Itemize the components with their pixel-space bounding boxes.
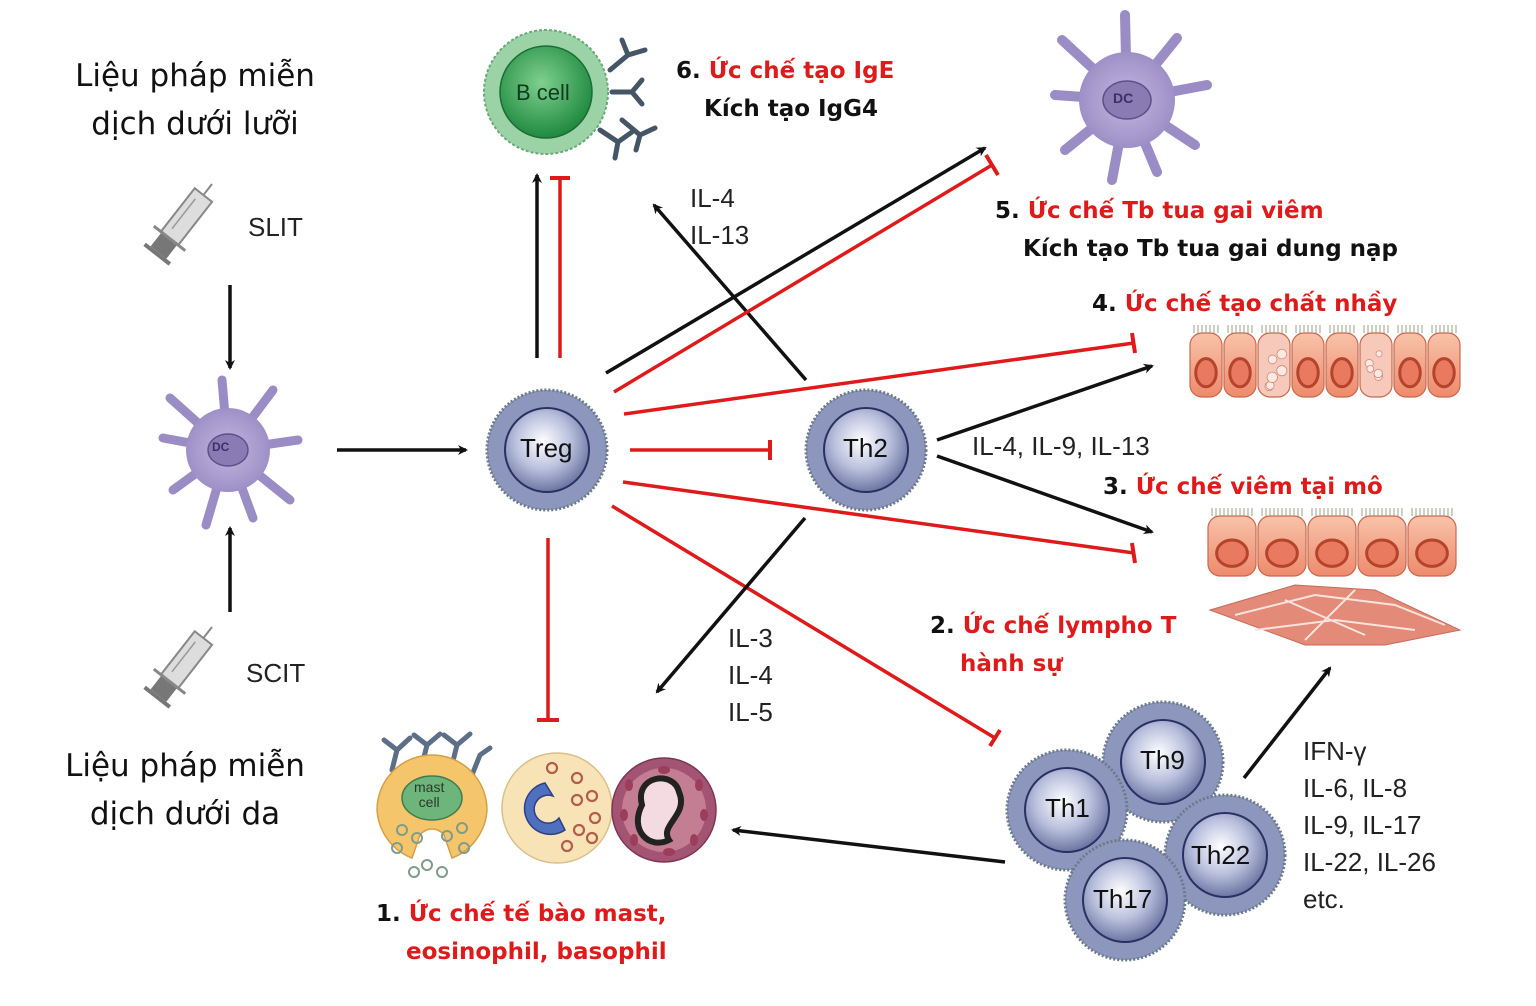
- effect-1-inhibit: Ức chế tế bào mast,: [409, 901, 667, 927]
- cytokine-il3: IL-3: [728, 620, 773, 657]
- inhibit-treg-th2: [630, 440, 770, 460]
- cytokine-il4: IL-4: [728, 657, 773, 694]
- cytokines-tissue: IL-4, IL-9, IL-13: [972, 428, 1150, 465]
- effect-2-inhibit: Ức chế lympho T: [963, 613, 1177, 639]
- inhibit-treg-granulocytes: [537, 538, 559, 720]
- effect-1-inhibit-line2: eosinophil, basophil: [376, 933, 667, 971]
- slit-label: SLIT: [248, 212, 303, 243]
- epithelial-cell: [1292, 325, 1324, 397]
- epithelial-cell: [1358, 508, 1406, 576]
- mast-cell-label: mast cell: [414, 780, 444, 810]
- effect-6-number: 6.: [676, 58, 701, 84]
- cytokine-ifn-gamma: IFN-γ: [1303, 733, 1436, 770]
- effect-3: 3. Ức chế viêm tại mô: [1103, 468, 1383, 506]
- epithelial-cell: [1258, 508, 1306, 576]
- inflamed-epithelium: [1208, 508, 1456, 576]
- effect-4-number: 4.: [1092, 291, 1117, 317]
- effect-1-number: 1.: [376, 901, 401, 927]
- epithelial-cell: [1408, 508, 1456, 576]
- effect-6: 6. Ức chế tạo IgE Kích tạo IgG4: [676, 52, 894, 128]
- effect-5: 5. Ức chế Tb tua gai viêm Kích tạo Tb tu…: [995, 192, 1398, 268]
- epithelial-cell: [1326, 325, 1358, 397]
- epithelial-cell: [1190, 325, 1222, 397]
- cytokine-il9-il17: IL-9, IL-17: [1303, 807, 1436, 844]
- effect-3-number: 3.: [1103, 474, 1128, 500]
- scit-title-line1: Liệu pháp miễn: [30, 742, 340, 790]
- epithelial-cell: [1308, 508, 1356, 576]
- effect-5-inhibit: Ức chế Tb tua gai viêm: [1028, 198, 1324, 224]
- cytokine-il5: IL-5: [728, 694, 773, 731]
- goblet-cell: [1360, 325, 1392, 397]
- effect-5-number: 5.: [995, 198, 1020, 224]
- cytokines-effector: IFN-γ IL-6, IL-8 IL-9, IL-17 IL-22, IL-2…: [1303, 733, 1436, 918]
- scit-title-line2: dịch dưới da: [30, 790, 340, 838]
- treg-label: Treg: [520, 433, 573, 464]
- effect-2-inhibit-line2: hành sự: [930, 645, 1176, 683]
- b-cell-label: B cell: [516, 80, 570, 106]
- effect-4-inhibit: Ức chế tạo chất nhầy: [1125, 291, 1398, 317]
- goblet-cell: [1258, 325, 1290, 397]
- inhibit-treg-bcell: [550, 178, 570, 358]
- th17-label: Th17: [1093, 884, 1152, 915]
- scit-label: SCIT: [246, 658, 305, 689]
- effect-3-inhibit: Ức chế viêm tại mô: [1136, 474, 1383, 500]
- cytokines-b-cell: IL-4 IL-13: [690, 180, 749, 254]
- th9-label: Th9: [1140, 745, 1185, 776]
- dendritic-cell-left: [163, 380, 298, 525]
- epithelial-cell: [1428, 325, 1460, 397]
- slit-therapy-title: Liệu pháp miễn dịch dưới lưỡi: [40, 52, 350, 148]
- inhibit-treg-dc-top: [614, 155, 998, 392]
- effect-4: 4. Ức chế tạo chất nhầy: [1092, 285, 1397, 323]
- effect-6-induce: Kích tạo IgG4: [676, 90, 894, 128]
- mast-label-line2: cell: [414, 795, 444, 810]
- mast-label-line1: mast: [414, 780, 444, 795]
- effect-2: 2. Ức chế lympho T hành sự: [930, 607, 1176, 683]
- arrow-treg-to-dc-top: [606, 148, 985, 373]
- dc-left-label: DC: [212, 440, 229, 454]
- effect-5-induce: Kích tạo Tb tua gai dung nạp: [995, 230, 1398, 268]
- epithelial-cell: [1208, 508, 1256, 576]
- cytokine-etc: etc.: [1303, 881, 1436, 918]
- th22-label: Th22: [1191, 840, 1250, 871]
- slit-title-line1: Liệu pháp miễn: [40, 52, 350, 100]
- cytokine-il4: IL-4: [690, 180, 749, 217]
- effect-6-inhibit: Ức chế tạo IgE: [709, 58, 895, 84]
- epithelial-cell: [1224, 325, 1256, 397]
- syringe-icon-slit: [141, 172, 227, 267]
- syringe-icon-scit: [141, 615, 227, 710]
- effect-2-number: 2.: [930, 613, 955, 639]
- cytokine-il6-il8: IL-6, IL-8: [1303, 770, 1436, 807]
- th2-label: Th2: [843, 433, 888, 464]
- arrow-effector-to-granulocytes: [733, 830, 1005, 862]
- cytokine-il22-il26: IL-22, IL-26: [1303, 844, 1436, 881]
- mucus-epithelium: [1190, 325, 1460, 397]
- eosinophil: [502, 753, 612, 863]
- scit-therapy-title: Liệu pháp miễn dịch dưới da: [30, 742, 340, 838]
- fibroblast-layer: [1210, 585, 1460, 645]
- th1-label: Th1: [1045, 793, 1090, 824]
- cytokines-granulocytes: IL-3 IL-4 IL-5: [728, 620, 773, 731]
- basophil: [612, 758, 716, 862]
- cytokine-il13: IL-13: [690, 217, 749, 254]
- dc-top-label: DC: [1113, 90, 1133, 106]
- slit-title-line2: dịch dưới lưỡi: [40, 100, 350, 148]
- epithelial-cell: [1394, 325, 1426, 397]
- effect-1: 1. Ức chế tế bào mast, eosinophil, basop…: [376, 895, 667, 971]
